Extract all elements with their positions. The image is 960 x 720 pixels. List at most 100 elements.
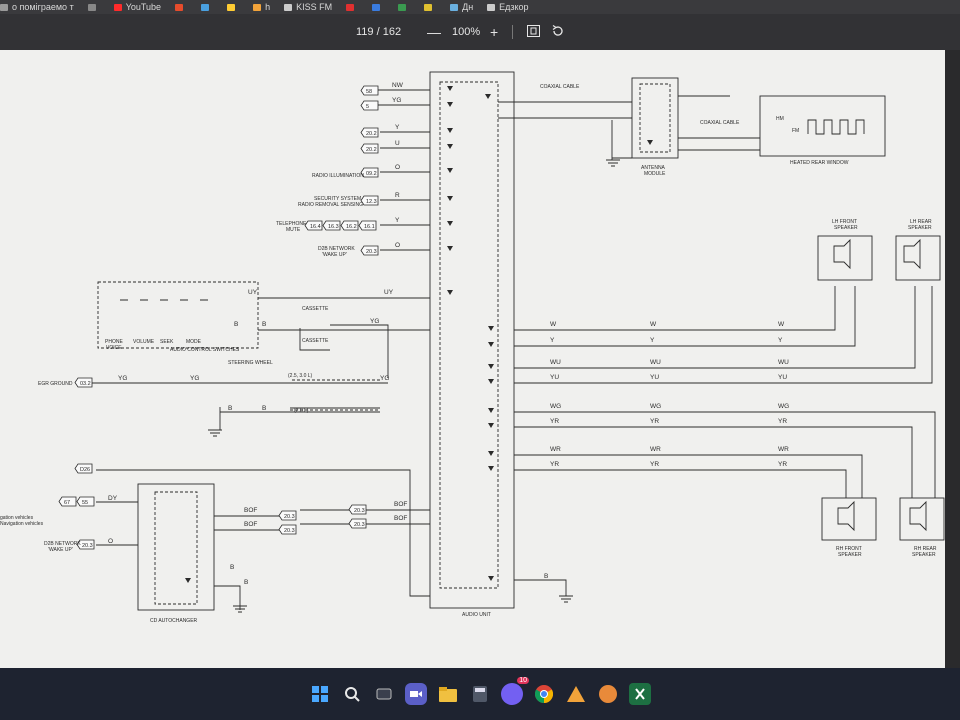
rotate-icon[interactable] xyxy=(551,25,564,37)
wire-color-label: YG xyxy=(190,375,199,382)
wire-color-label: Y xyxy=(650,337,655,344)
component-label: Navigation vehicles xyxy=(0,521,44,527)
file-explorer-icon[interactable] xyxy=(437,683,459,705)
connector-tag-label: 58 xyxy=(366,89,372,95)
component-label: CASSETTE xyxy=(302,338,329,344)
bookmark-favicon-icon xyxy=(284,3,293,11)
calculator-icon[interactable] xyxy=(469,683,491,705)
bookmark-favicon-icon xyxy=(227,3,236,11)
bookmark-item[interactable] xyxy=(346,3,358,11)
bookmark-item[interactable] xyxy=(424,3,436,11)
connector-tag-label: 20.2 xyxy=(366,147,377,153)
task-view-icon[interactable] xyxy=(373,683,395,705)
component-label: RH REAR xyxy=(914,546,937,552)
component-label: MODULE xyxy=(644,171,666,177)
component-label: SPEAKER xyxy=(834,225,858,231)
windows-start-icon[interactable] xyxy=(309,683,331,705)
connector-tag: 12.3 xyxy=(360,195,379,206)
wire-color-label: YR xyxy=(550,461,559,468)
bookmarks-bar: о поміграемо т YouTube h KISS FM Дн Eдзкop xyxy=(0,0,960,14)
wire-color-label: YR xyxy=(778,418,787,425)
component-label: COAXIAL CABLE xyxy=(700,120,740,126)
page-indicator[interactable]: 119 / 162 xyxy=(356,26,401,38)
wire-color-label: B xyxy=(262,405,266,412)
connector-tag: 03.2 xyxy=(74,377,93,388)
connector-tag-label: 5 xyxy=(366,104,369,110)
bookmark-item[interactable] xyxy=(175,3,187,11)
wire-color-label: YU xyxy=(550,374,559,381)
bookmark-item[interactable] xyxy=(227,3,239,11)
notification-badge: 10 xyxy=(517,677,529,684)
zoom-level[interactable]: 100% xyxy=(452,26,481,38)
bookmark-favicon-icon xyxy=(175,3,184,11)
bookmark-favicon-icon xyxy=(487,3,496,11)
wire-color-label: R xyxy=(395,192,400,199)
connector-tag-label: 09.2 xyxy=(366,171,377,177)
cd-autochanger-inner xyxy=(154,491,198,605)
bookmark-item[interactable] xyxy=(372,3,384,11)
connector-tag: 67 xyxy=(58,496,77,507)
wire-color-label: W xyxy=(778,321,785,328)
wire-color-label: O xyxy=(395,164,400,171)
component-label: FM xyxy=(792,128,799,134)
viber-icon[interactable]: 10 xyxy=(501,677,529,705)
bookmark-label: YouTube xyxy=(125,2,162,12)
page-total: 162 xyxy=(382,26,402,38)
wire-color-label: O xyxy=(108,538,113,545)
connector-tag: 20.3 xyxy=(278,524,297,535)
bookmark-favicon-icon xyxy=(398,3,407,11)
component-label: COAXIAL CABLE xyxy=(540,84,580,90)
fit-page-icon[interactable] xyxy=(527,25,540,37)
bookmark-item[interactable]: h xyxy=(253,2,270,12)
wire-color-label: U xyxy=(395,140,400,147)
chrome-icon[interactable] xyxy=(533,683,555,705)
bookmark-item[interactable]: Eдзкop xyxy=(487,2,529,12)
connector-tag: 20.3 xyxy=(278,510,297,521)
bookmark-item[interactable] xyxy=(201,3,213,11)
component-label: HEATED REAR WINDOW xyxy=(790,160,849,166)
bookmark-item[interactable]: KISS FM xyxy=(284,2,332,12)
component-label: EGR GROUND xyxy=(38,381,73,387)
page-separator: / xyxy=(376,26,380,38)
component-label: LH REAR xyxy=(910,219,932,225)
lh-front-speaker-box xyxy=(817,235,873,281)
wire-color-label: YG xyxy=(118,375,127,382)
bookmark-item[interactable] xyxy=(398,3,410,11)
connector-tag: 58 xyxy=(360,85,379,96)
teams-chat-icon[interactable] xyxy=(405,683,427,705)
bookmark-item[interactable]: о поміграемо т xyxy=(0,2,74,12)
app-icon[interactable] xyxy=(597,683,619,705)
wire-color-label: B xyxy=(230,564,234,571)
wire-color-label: BOF xyxy=(244,521,257,528)
bookmark-item[interactable]: YouTube xyxy=(113,2,162,12)
wire-color-label: UY xyxy=(384,289,394,296)
component-label: MODE xyxy=(186,339,202,345)
wire-color-label: YU xyxy=(778,374,787,381)
connector-tag-label: 20.2 xyxy=(366,131,377,137)
component-label: CASSETTE xyxy=(302,306,329,312)
zoom-in-button[interactable]: + xyxy=(490,24,499,40)
toolbar-divider xyxy=(512,25,513,39)
bookmark-label: Дн xyxy=(462,2,474,12)
component-label: SPEAKER xyxy=(912,552,936,558)
component-label: 'WAKE UP' xyxy=(48,547,73,553)
antenna-module-box xyxy=(631,77,679,159)
component-label: AUDIO UNIT xyxy=(462,612,491,618)
connector-tag-label: D26 xyxy=(80,467,90,473)
excel-icon[interactable] xyxy=(629,683,651,705)
warning-app-icon[interactable] xyxy=(565,683,587,705)
wire-color-label: WR xyxy=(550,446,561,453)
wire-color-label: WG xyxy=(778,403,789,410)
component-label: CD AUTOCHANGER xyxy=(150,618,198,624)
bookmark-favicon-icon xyxy=(372,3,381,11)
zoom-out-button[interactable]: — xyxy=(427,24,441,40)
bookmark-item[interactable] xyxy=(87,3,100,11)
connector-tag: D26 xyxy=(74,463,93,474)
wire-color-label: W xyxy=(650,321,657,328)
search-icon[interactable] xyxy=(341,683,363,705)
wire-color-label: DY xyxy=(108,495,118,502)
bookmark-favicon-icon xyxy=(87,3,96,11)
connector-tag-label: 55 xyxy=(82,500,88,506)
component-label: RADIO REMOVAL SENSING xyxy=(298,202,363,208)
bookmark-item[interactable]: Дн xyxy=(450,2,473,12)
